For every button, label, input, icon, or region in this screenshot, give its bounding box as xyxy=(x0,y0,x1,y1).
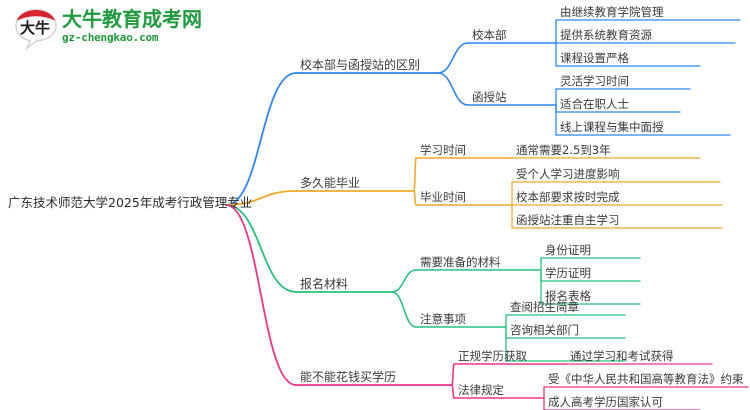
mindmap-branch-node[interactable]: 校本部与函授站的区别 xyxy=(300,58,421,72)
mindmap-subbranch-node[interactable]: 需要准备的材料 xyxy=(420,255,501,269)
mindmap-leaf-node[interactable]: 查阅招生简章 xyxy=(510,300,579,314)
mindmap-subbranch-node[interactable]: 注意事项 xyxy=(420,312,466,326)
logo-brand-name: 大牛教育成考网 xyxy=(62,7,202,31)
mindmap-leaf-node[interactable]: 受个人学习进度影响 xyxy=(516,167,620,181)
mindmap-leaf-node[interactable]: 通过学习和考试获得 xyxy=(570,349,674,363)
logo-mark-icon: 大牛 xyxy=(15,9,57,50)
mindmap-leaf-node[interactable]: 提供系统教育资源 xyxy=(560,28,652,42)
mindmap-leaf-node[interactable]: 学历证明 xyxy=(545,266,591,280)
mindmap-leaf-node[interactable]: 通常需要2.5到3年 xyxy=(516,143,611,157)
mindmap-leaf-node[interactable]: 受《中华人民共和国高等教育法》约束 xyxy=(548,372,744,386)
mindmap-leaf-node[interactable]: 线上课程与集中面授 xyxy=(560,120,664,134)
mindmap-branch-node[interactable]: 多久能毕业 xyxy=(300,176,361,190)
mindmap-subbranch-node[interactable]: 毕业时间 xyxy=(420,190,466,204)
mindmap-leaf-node[interactable]: 咨询相关部门 xyxy=(510,323,579,337)
mindmap-root-node[interactable]: 广东技术师范大学2025年成考行政管理专业 xyxy=(8,195,253,210)
mindmap-subbranch-node[interactable]: 函授站 xyxy=(472,90,507,104)
mindmap-leaf-node[interactable]: 由继续教育学院管理 xyxy=(560,5,664,19)
mindmap-leaf-node[interactable]: 身份证明 xyxy=(545,243,591,257)
mindmap-subbranch-node[interactable]: 法律规定 xyxy=(458,383,504,397)
mindmap-leaf-node[interactable]: 课程设置严格 xyxy=(560,51,629,65)
logo-brand-url: gz-chengkao.com xyxy=(62,31,159,44)
mindmap-subbranch-node[interactable]: 校本部 xyxy=(472,28,507,42)
mindmap-subbranch-node[interactable]: 正规学历获取 xyxy=(458,349,527,363)
mindmap-subbranch-node[interactable]: 学习时间 xyxy=(420,143,466,157)
mindmap-leaf-node[interactable]: 函授站注重自主学习 xyxy=(516,213,620,227)
svg-text:大牛: 大牛 xyxy=(20,19,50,37)
mindmap-branch-node[interactable]: 报名材料 xyxy=(300,277,349,291)
mindmap-leaf-node[interactable]: 校本部要求按时完成 xyxy=(516,190,620,204)
mindmap-leaf-node[interactable]: 灵活学习时间 xyxy=(560,74,629,88)
mindmap-branch-node[interactable]: 能不能花钱买学历 xyxy=(300,370,397,384)
mindmap-leaf-node[interactable]: 成人高考学历国家认可 xyxy=(548,395,663,409)
mindmap-leaf-node[interactable]: 报名表格 xyxy=(545,289,591,303)
site-logo: 大牛 大牛教育成考网 gz-chengkao.com xyxy=(14,6,214,54)
mindmap-leaf-node[interactable]: 适合在职人士 xyxy=(560,97,629,111)
